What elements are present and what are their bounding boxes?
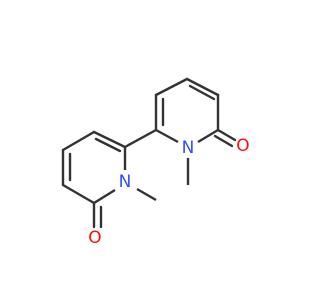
bonds bbox=[61, 77, 237, 229]
atom-n-lower: N bbox=[119, 172, 132, 192]
bond-c4l-c5l bbox=[61, 130, 96, 152]
atom-o-lower: O bbox=[88, 228, 101, 248]
atom-n-upper: N bbox=[182, 138, 195, 158]
bond-n-lower-methyl bbox=[136, 187, 157, 202]
bond-n-upper-c6u bbox=[155, 128, 179, 144]
atom-labels: N O N O bbox=[88, 136, 249, 248]
bond-c5l-c6l-double bbox=[94, 137, 122, 153]
atom-o-upper: O bbox=[236, 136, 249, 156]
structure-canvas: N O N O bbox=[61, 77, 250, 248]
bond-c4u-c3u bbox=[185, 77, 220, 97]
bond-c2u-o-upper bbox=[216, 128, 237, 142]
molecule-structure: N O N O bbox=[61, 77, 250, 248]
bond-c6u-c6l bbox=[123, 128, 158, 149]
bond-c2l-c3l bbox=[61, 183, 96, 205]
bond-n-lower-c2l bbox=[93, 188, 116, 205]
bond-c5u-c4u bbox=[154, 77, 189, 97]
bond-c4u-c3u-double bbox=[188, 84, 216, 101]
bond-c2u-o-upper-double bbox=[213, 134, 234, 148]
bond-c5l-c6l bbox=[92, 130, 127, 149]
bond-c2u-n-upper bbox=[197, 128, 219, 144]
